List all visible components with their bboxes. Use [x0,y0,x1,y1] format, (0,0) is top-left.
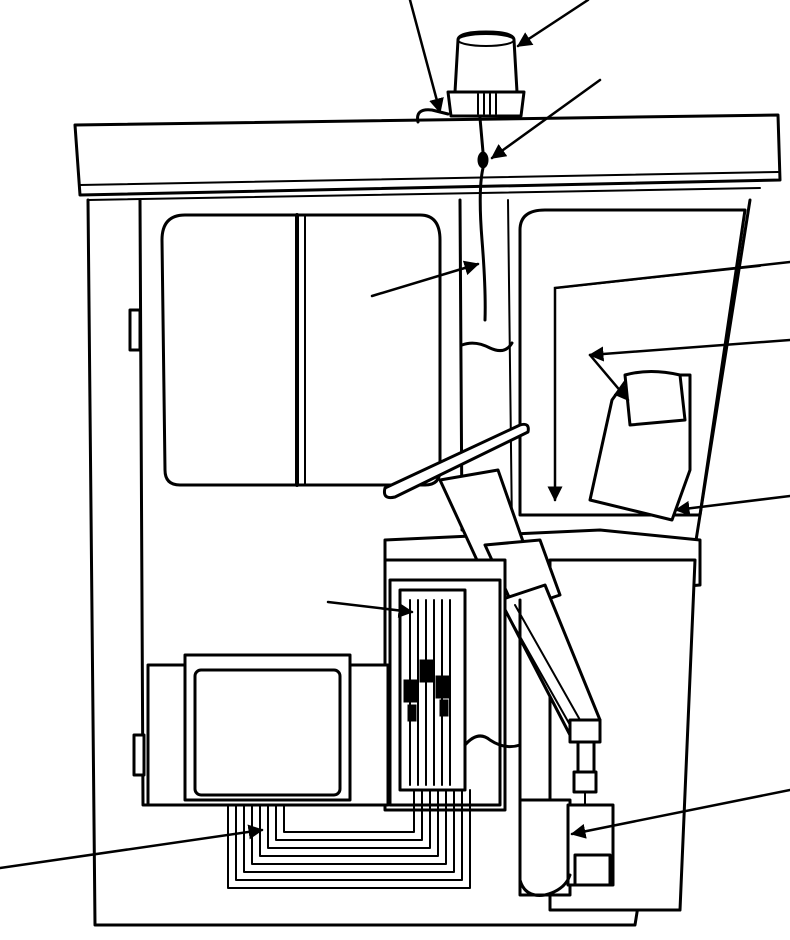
leader-steering [588,338,790,362]
leader-lines [0,0,790,870]
steering-box [588,370,692,522]
leader-connector-top [490,78,602,160]
leader-cable [370,260,480,298]
door-window [160,213,442,487]
beacon-cable [478,116,487,322]
leader-dash [674,494,790,516]
fuse-panel [398,588,467,792]
console-cable [463,734,522,749]
roof [73,113,782,201]
leader-fuse [326,600,414,618]
beacon-lamp [453,30,519,94]
leader-lamp-base [408,0,444,114]
steering-wheel [383,422,530,500]
leader-beacon [516,0,590,48]
leader-relay [570,788,790,839]
leader-window-frame [547,260,790,502]
relay-box [518,598,615,897]
leader-steering-2 [588,353,630,402]
storage-box [146,653,390,807]
beacon-connector [477,151,489,169]
leader-harness [0,824,264,870]
steering-column [438,468,602,811]
lamp-base [416,90,526,124]
